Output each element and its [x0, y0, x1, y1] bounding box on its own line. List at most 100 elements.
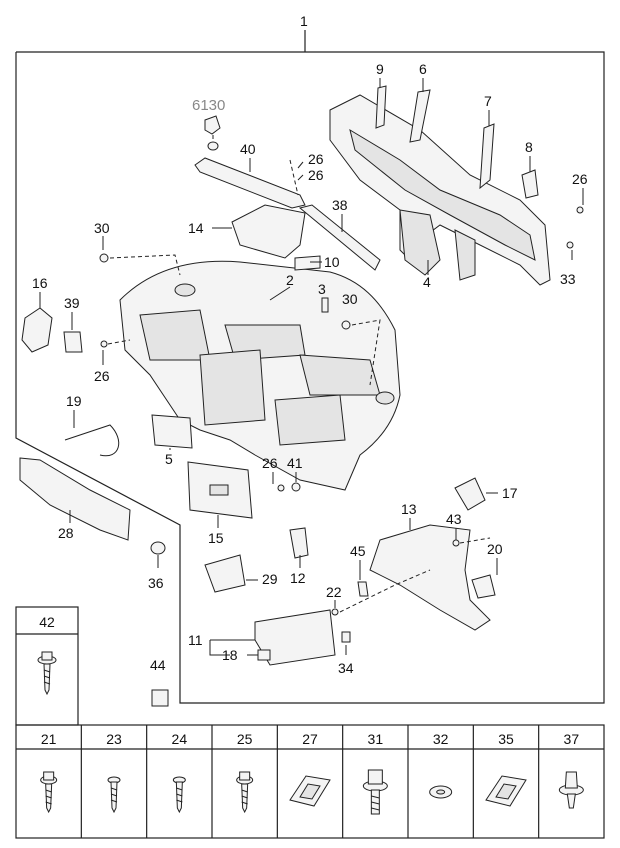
item-18 [257, 649, 271, 661]
callout-3: 3 [318, 281, 326, 297]
callout-29: 29 [262, 571, 278, 587]
bracket-9 [375, 85, 387, 129]
lower-cover-15-handle [209, 484, 229, 496]
callout-26-mid: 26 [262, 455, 278, 471]
lower-crash-pad-13 [369, 524, 491, 631]
defroster-nozzle [194, 157, 306, 209]
callout-14: 14 [188, 220, 204, 236]
fastener-cell-24: 24 [146, 725, 188, 838]
switch-39 [63, 331, 83, 353]
callout-10: 10 [324, 254, 340, 270]
panel-29 [204, 554, 246, 593]
callout-26-top-b: 26 [308, 167, 324, 183]
fastener-label-37: 37 [564, 731, 580, 747]
screw-washer-icon [40, 771, 58, 814]
callout-26-right: 26 [572, 171, 588, 187]
screw-washer-icon [236, 771, 254, 814]
fastener-cell-21: 21 [40, 731, 58, 814]
callout-12: 12 [290, 570, 306, 586]
reference-part-6130-cap [207, 141, 219, 151]
clip-icon [558, 771, 584, 809]
callout-8: 8 [525, 139, 533, 155]
dashed-leader [459, 537, 491, 544]
dashed-leader [339, 569, 431, 613]
fastener-26-mid [277, 484, 285, 492]
callout-18: 18 [222, 647, 238, 663]
pocket-17 [454, 477, 486, 511]
bolt-icon [362, 769, 388, 815]
leader [297, 174, 304, 181]
callout-33: 33 [560, 271, 576, 287]
fastener-cell-25: 25 [211, 725, 254, 838]
fastener-26-right [576, 206, 584, 214]
callout-40: 40 [240, 141, 256, 157]
fastener-label-27: 27 [302, 731, 318, 747]
screw-washer-icon [37, 651, 57, 696]
switch-20 [471, 574, 496, 599]
bracket-12 [289, 527, 309, 559]
fastener-22 [331, 608, 339, 616]
label-44 [151, 689, 169, 707]
callout-43: 43 [446, 511, 462, 527]
fastener-cell-31: 31 [342, 725, 388, 838]
callout-7: 7 [484, 93, 492, 109]
callout-39: 39 [64, 295, 80, 311]
grommet-icon [289, 775, 331, 807]
callout-36: 36 [148, 575, 164, 591]
fastener-43 [452, 539, 460, 547]
fastener-cell-27: 27 [276, 725, 331, 838]
callout-16: 16 [32, 275, 48, 291]
assembly-boundary [15, 30, 605, 704]
callout-26-left: 26 [94, 368, 110, 384]
bezel-5 [151, 414, 193, 449]
fastener-label-24: 24 [172, 731, 188, 747]
fastener-33 [566, 241, 574, 249]
fastener-label-21: 21 [41, 731, 57, 747]
fastener-30-top [99, 253, 109, 263]
fastener-label-32: 32 [433, 731, 449, 747]
crash-pad [119, 260, 401, 491]
upper-cover [231, 204, 306, 259]
callout-11: 11 [188, 632, 203, 648]
callout-28: 28 [58, 525, 74, 541]
callout-6: 6 [419, 61, 427, 77]
cap-36 [150, 541, 166, 555]
leader [269, 286, 291, 301]
fastener-cell-37: 37 [538, 725, 584, 838]
reference-part-6130 [204, 115, 221, 135]
dashed-leader [351, 319, 381, 386]
callout-30-top: 30 [94, 220, 110, 236]
callout-38: 38 [332, 197, 348, 213]
fastener-label-35: 35 [498, 731, 514, 747]
callout-13: 13 [401, 501, 417, 517]
callout-1: 1 [300, 13, 308, 29]
callout-41: 41 [287, 455, 303, 471]
callout-26-top-a: 26 [308, 151, 324, 167]
fastener-42-label: 42 [39, 614, 55, 630]
callout-2: 2 [286, 272, 294, 288]
item-3 [321, 297, 329, 313]
callout-19: 19 [66, 393, 82, 409]
fastener-41 [291, 482, 301, 492]
dashed-leader [289, 159, 299, 196]
leader [297, 161, 304, 169]
washer-icon [429, 785, 453, 799]
callout-17: 17 [502, 485, 518, 501]
bracket-45 [357, 581, 369, 597]
fastener-cell-35: 35 [472, 725, 527, 838]
bracket-6 [409, 89, 431, 143]
callout-15: 15 [208, 530, 224, 546]
lower-panel-28 [19, 457, 131, 541]
callout-20: 20 [487, 541, 503, 557]
side-duct [298, 204, 381, 271]
item-34 [341, 631, 351, 643]
screw-icon [172, 776, 186, 814]
fastener-label-23: 23 [106, 731, 122, 747]
dashed-leader [109, 254, 181, 276]
fastener-30-mid [341, 320, 351, 330]
callout-4: 4 [423, 274, 431, 290]
bracket-7 [479, 123, 495, 190]
fastener-26-left [100, 340, 108, 348]
fastener-box-42: 42 [15, 606, 79, 726]
pad-10 [294, 255, 321, 271]
